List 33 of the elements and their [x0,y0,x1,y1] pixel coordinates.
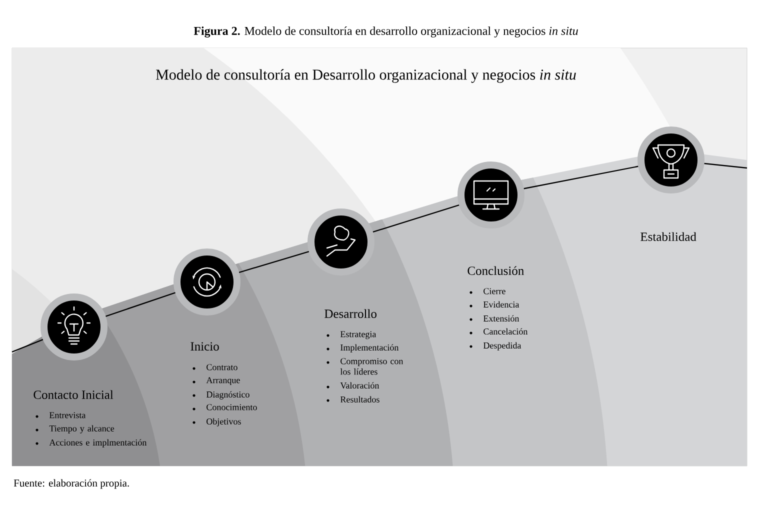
connector-line [524,166,638,190]
icon-circle [638,126,704,194]
list-item: Cancelación [470,328,528,335]
connector-line [372,204,460,233]
list-item: Cierre [470,288,506,294]
diagram-heading: Modelo de consultoría en Desarrollo organizacional y negocios in situ [156,69,576,83]
list-item: Valoración [326,382,380,389]
connector-line [106,292,176,317]
stage-heading: Contacto Inicial [34,390,114,399]
list-item: Compromiso con los líderes [326,358,404,375]
list-item: Objetivos [192,418,241,426]
list-item: Resultados [326,396,380,403]
caption: Fuente: elaboración propia. [14,479,129,489]
figure-title: Figura 2. Modelo de consultoría en desarrollo organizacional y negocios in situ [194,26,578,38]
list-item: Contrato [192,364,238,370]
connector-line [238,251,310,273]
list-item: Acciones e implmentación [36,439,147,448]
list-item: Diagnóstico [192,391,250,400]
connector-line [704,162,748,169]
stage-heading: Inicio [190,342,219,351]
list-item: Conocimiento [192,404,257,410]
list-item: Estrategia [326,331,376,340]
list-item: Entrevista [36,412,86,418]
list-item: Tiempo y alcance [36,425,114,434]
list-item: Evidencia [470,301,520,308]
list-item: Arranque [192,377,240,386]
stage-heading: Conclusión [468,266,524,275]
list-item: Implementación [326,344,399,352]
connector-line [12,338,44,353]
list-item: Extensión [470,315,520,322]
stage-heading: Desarrollo [324,309,376,318]
list-item: Despedida [470,342,522,350]
stage-heading: Estabilidad [640,232,696,241]
